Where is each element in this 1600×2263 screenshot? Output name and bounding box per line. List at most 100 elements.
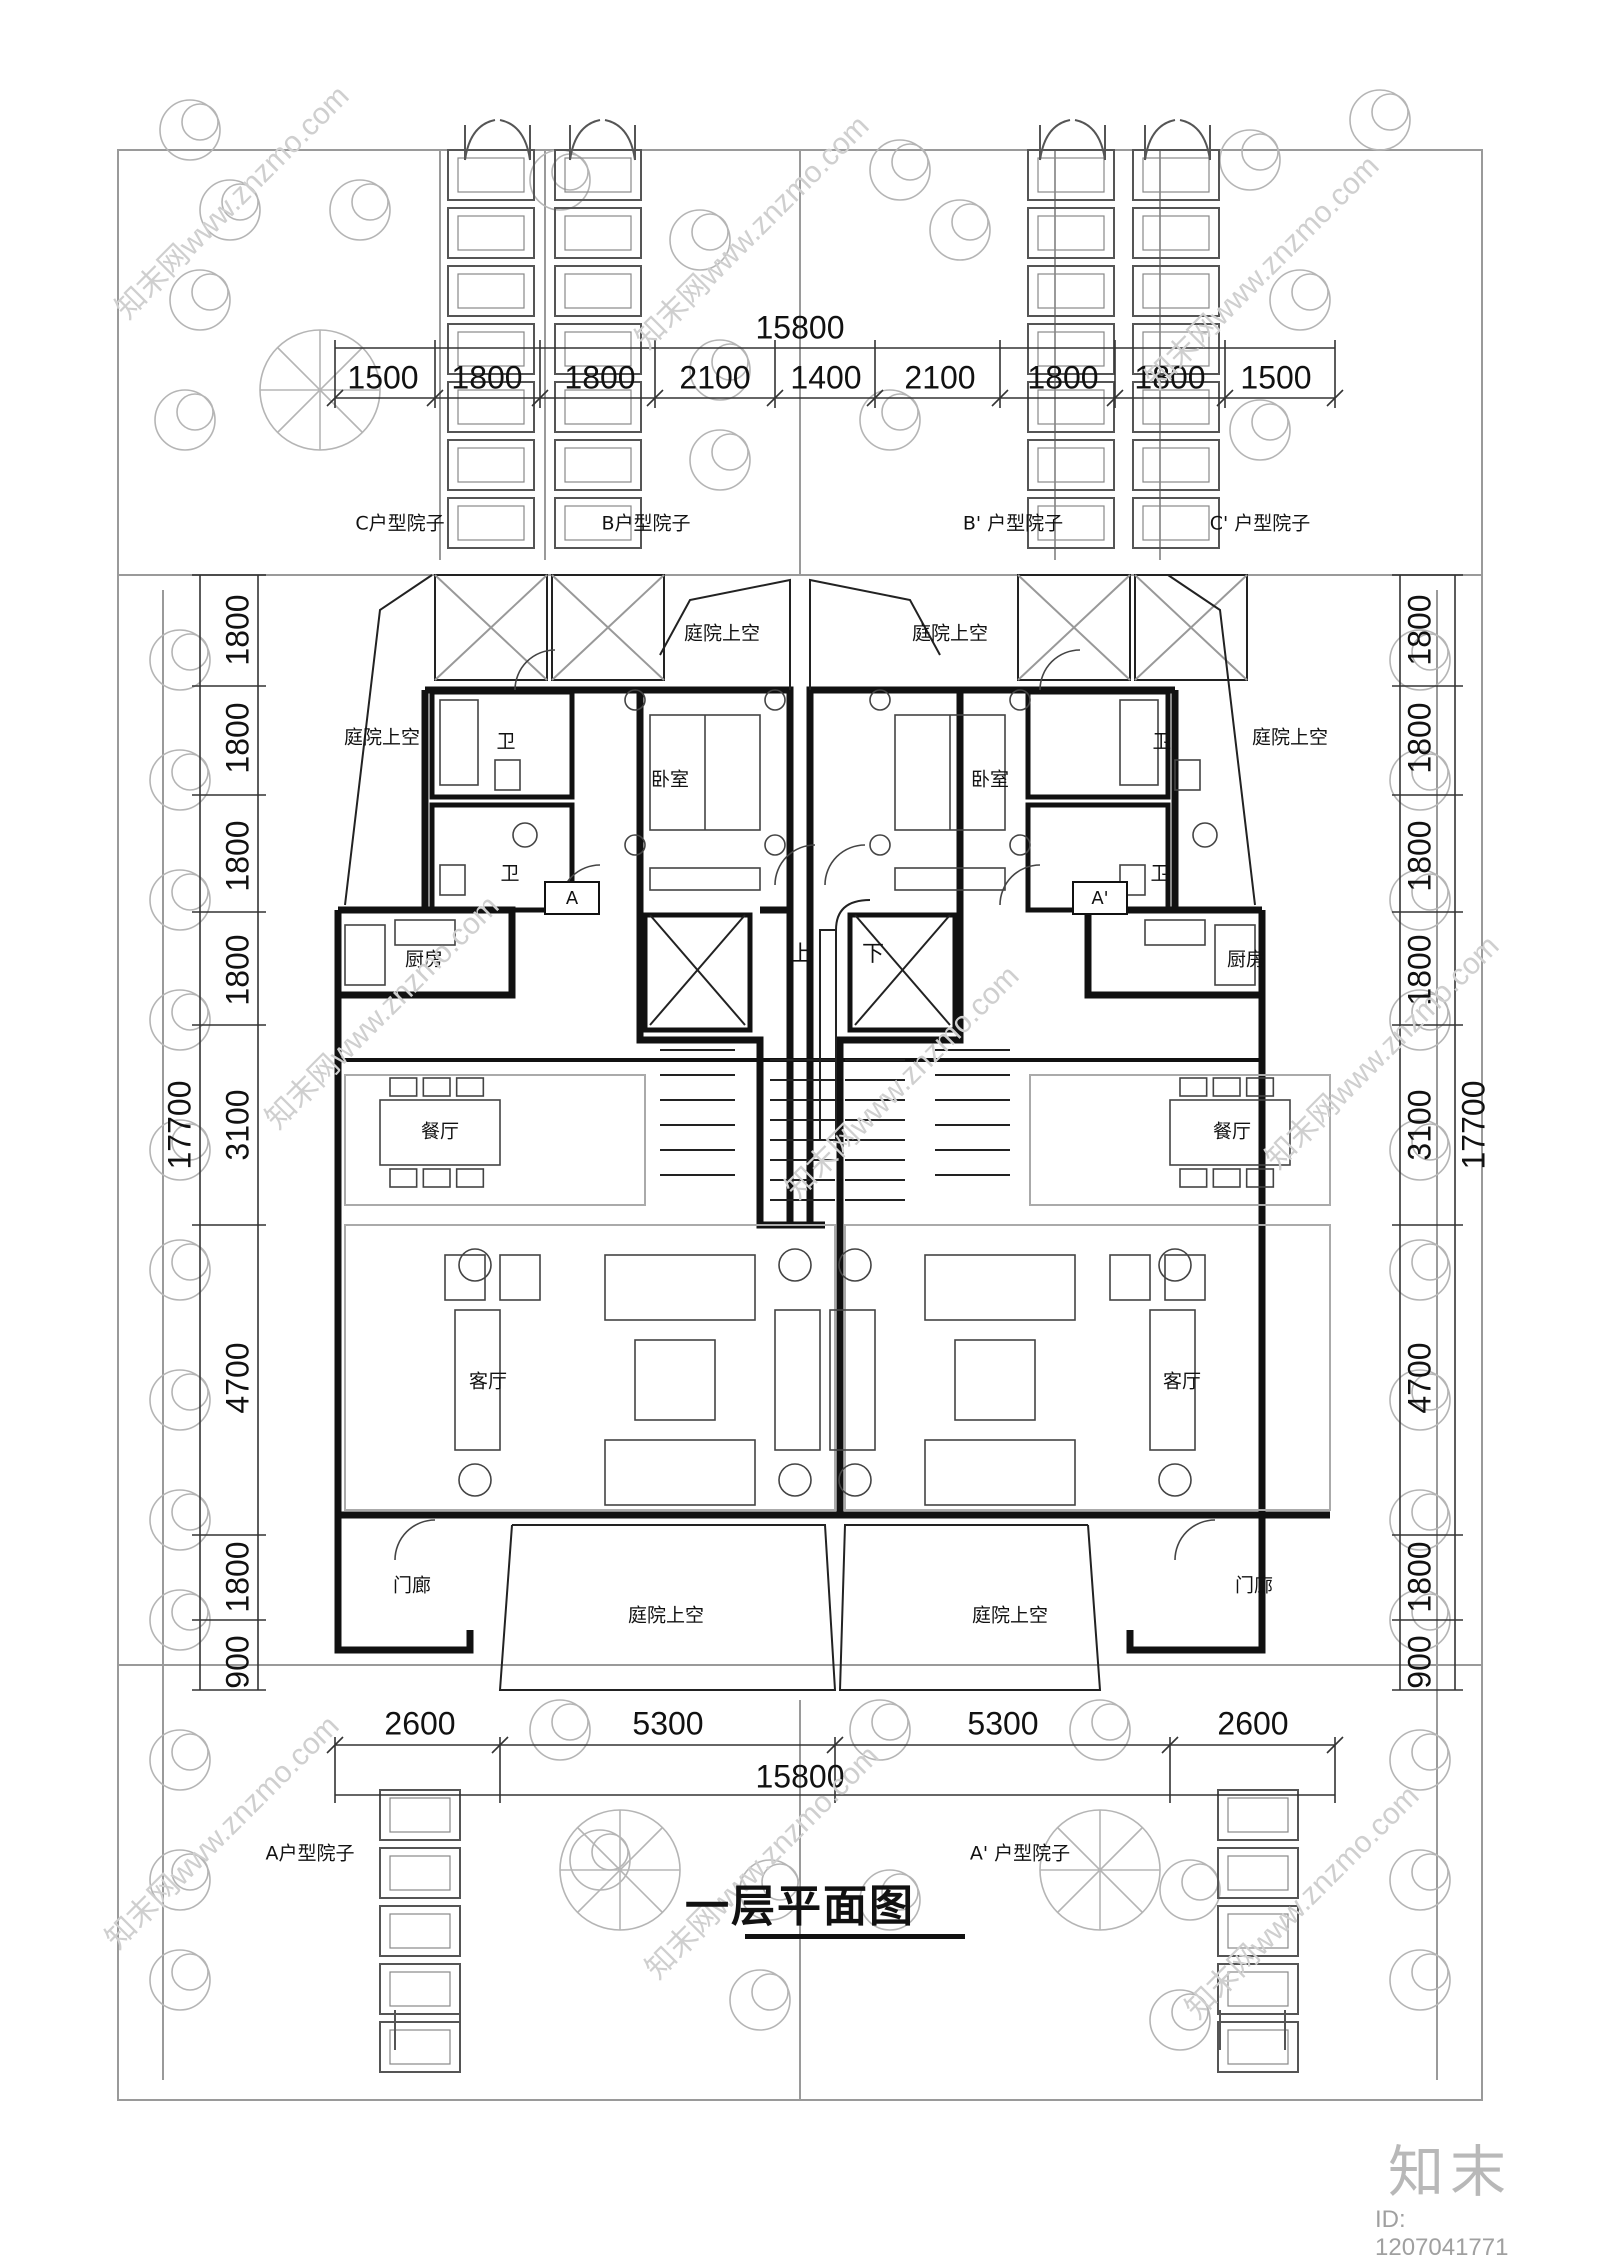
paver-tile (1027, 439, 1115, 491)
tree-symbol (1411, 873, 1449, 911)
room-porch: 门廊 (1234, 1574, 1274, 1597)
dimension-tick-mark (646, 389, 664, 407)
tree-symbol (1251, 403, 1289, 441)
tree-symbol (191, 273, 229, 311)
bath-wall (429, 689, 575, 800)
bed-lamp (1009, 689, 1031, 711)
tree-symbol (1181, 1863, 1219, 1901)
sofa (604, 1254, 756, 1321)
tree-symbol (171, 873, 209, 911)
tree-symbol (849, 1699, 911, 1761)
tree-symbol (171, 1733, 209, 1771)
cabinet (1164, 1254, 1206, 1301)
room-bedroom: 卧室 (970, 768, 1010, 791)
sofa (924, 1254, 1076, 1321)
tree-symbol (551, 1703, 589, 1741)
paver-tile-inner (564, 215, 632, 251)
room-courtyard-void: 庭院上空 (911, 622, 989, 645)
tree-symbol (149, 869, 211, 931)
tree-symbol (871, 1703, 909, 1741)
stove (1214, 924, 1256, 986)
yard-label-c-prime: C' 户型院子 (1209, 512, 1311, 535)
paver-tile-inner (1142, 447, 1210, 483)
paver-tile (554, 323, 642, 375)
tree-symbol (1371, 93, 1409, 131)
tree-symbol (171, 1243, 209, 1281)
paver-tile-inner (1142, 215, 1210, 251)
tree-symbol (761, 1863, 799, 1901)
room-bath: 卫 (1152, 730, 1172, 753)
room-dining: 餐厅 (420, 1120, 460, 1143)
paver-tile-inner (1037, 389, 1105, 425)
balcony-cross (1134, 574, 1248, 681)
dimension-tick-mark (1326, 389, 1344, 407)
tree-symbol (171, 1853, 209, 1891)
stove (344, 924, 386, 986)
dim-top-segment: 1800 (564, 359, 636, 396)
dining-chair (1212, 1168, 1241, 1188)
toilet (494, 759, 521, 791)
paver-tile (1027, 497, 1115, 549)
dim-top-segment: 2100 (679, 359, 751, 396)
bed-lamp (624, 834, 646, 856)
lamp (1158, 1248, 1192, 1282)
dimension-tick-mark (1216, 389, 1234, 407)
bed-lamp (764, 689, 786, 711)
elevator-shaft (847, 912, 958, 1033)
tree-symbol (1411, 1733, 1449, 1771)
dim-bottom-segment: 5300 (632, 1705, 704, 1742)
dim-left-segment: 1800 (219, 1541, 256, 1613)
door-swing (1039, 649, 1081, 691)
cabinet (444, 1254, 486, 1301)
dim-left-segment: 1800 (219, 934, 256, 1006)
sink (512, 822, 538, 848)
paver-tile-inner (457, 215, 525, 251)
paver-tile-inner (564, 273, 632, 309)
dining-chair (1179, 1077, 1208, 1097)
tree-symbol (181, 103, 219, 141)
tree-symbol (711, 433, 749, 471)
dim-bottom-total: 15800 (755, 1758, 845, 1795)
cabinet (499, 1254, 541, 1301)
tree-symbol (1411, 753, 1449, 791)
tree-symbol (221, 183, 259, 221)
dim-right-segment: 4700 (1401, 1342, 1438, 1414)
paver-tile-inner (457, 331, 525, 367)
paver-tile (447, 149, 535, 201)
dim-right-segment: 1800 (1401, 702, 1438, 774)
gate-swing (1039, 119, 1071, 161)
tree-symbol (1411, 1493, 1449, 1531)
tree-symbol (1269, 269, 1331, 331)
wardrobe (649, 867, 761, 891)
stair-arrow (835, 899, 871, 931)
door-swing (774, 844, 816, 886)
lamp (458, 1248, 492, 1282)
pavilion-symbol (277, 347, 363, 433)
pavilion-symbol (577, 1827, 663, 1913)
paver-tile (1027, 265, 1115, 317)
paver-tile-inner (1037, 273, 1105, 309)
exterior-wall (1240, 910, 1266, 1654)
lamp (778, 1248, 812, 1282)
tree-symbol (1389, 1119, 1451, 1181)
paver-tile-inner (1227, 1971, 1289, 2007)
tree-symbol (1411, 1593, 1449, 1631)
dimension-tick-mark (991, 389, 1009, 407)
bathtub (439, 699, 479, 786)
paver-tile (379, 1963, 461, 2015)
paver-tile (554, 149, 642, 201)
paver-tile (1132, 149, 1220, 201)
void-outline (344, 574, 433, 906)
wardrobe (894, 867, 1006, 891)
dining-chair (389, 1077, 418, 1097)
room-bath: 卫 (500, 862, 520, 885)
tree-symbol (1389, 749, 1451, 811)
tree-symbol (751, 1973, 789, 2011)
lamp (458, 1463, 492, 1497)
brand-logo: 知末 (1388, 2140, 1512, 2206)
balcony-cross (1017, 574, 1131, 681)
gate-swing (1144, 119, 1176, 161)
toilet (439, 864, 466, 896)
stair-down-label: 下 (861, 942, 885, 967)
yard-label-b-prime: B' 户型院子 (962, 512, 1064, 535)
